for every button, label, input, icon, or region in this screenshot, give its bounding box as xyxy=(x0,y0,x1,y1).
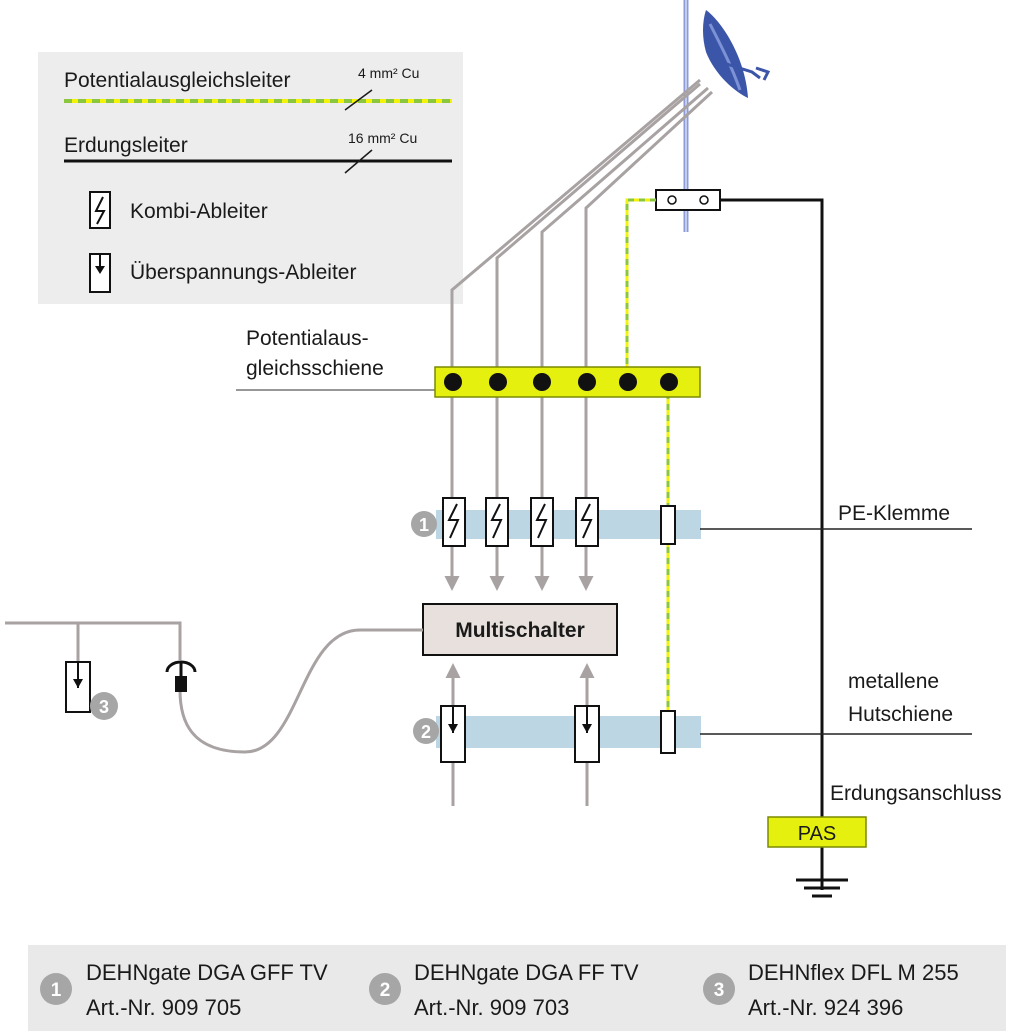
svg-text:2: 2 xyxy=(380,980,391,1001)
product-legend-box xyxy=(28,945,1006,1031)
combined-arrester-icon xyxy=(485,497,509,547)
din-rail-upper xyxy=(436,510,972,539)
tv-socket-icon xyxy=(165,660,197,692)
product-item-3: 3 DEHNflex DFL M 255 Art.-Nr. 924 396 xyxy=(703,960,959,1020)
busbar-terminal xyxy=(444,373,462,391)
marker-2 xyxy=(369,973,401,1005)
coax-cable-1 xyxy=(444,78,701,591)
combined-arrester-icon xyxy=(575,497,599,547)
product-name: DEHNgate DGA GFF TV xyxy=(86,960,328,985)
combined-arrester-icon xyxy=(89,191,111,229)
legend-equipotential-label: Potentialausgleichsleiter xyxy=(64,69,290,92)
equipotential-conductors xyxy=(625,198,670,715)
product-article: Art.-Nr. 909 705 xyxy=(86,995,241,1020)
rail-label-line1: metallene xyxy=(848,670,939,693)
pe-terminal-label: PE-Klemme xyxy=(838,502,950,525)
pas-box: PAS xyxy=(767,816,867,848)
output-cable xyxy=(178,628,423,754)
busbar-terminal xyxy=(533,373,551,391)
legend-earthing-label: Erdungsleiter xyxy=(64,134,188,157)
marker-1 xyxy=(40,973,72,1005)
coax-cable-2 xyxy=(489,82,701,591)
surge-arrester-icon xyxy=(440,705,466,763)
rail-label-line2: Hutschiene xyxy=(848,703,953,726)
ground-symbol-icon xyxy=(796,878,848,898)
product-name: DEHNflex DFL M 255 xyxy=(748,960,959,985)
marker-1: 1 xyxy=(411,511,437,537)
din-rail-lower xyxy=(436,716,972,748)
busbar-terminal xyxy=(660,373,678,391)
busbar-terminal xyxy=(489,373,507,391)
earthing-conductor xyxy=(718,198,824,890)
mast-clamp xyxy=(655,189,721,211)
busbar xyxy=(236,366,701,398)
legend: Potentialausgleichsleiter 4 mm² Cu Erdun… xyxy=(38,52,463,304)
busbar-terminal xyxy=(578,373,596,391)
surge-arrester-icon xyxy=(574,705,600,763)
coax-cable-4 xyxy=(578,90,714,591)
busbar-label-line1: Potentialaus- xyxy=(246,327,369,350)
legend-surge-arrester-label: Überspannungs-Ableiter xyxy=(130,261,356,284)
svg-text:3: 3 xyxy=(714,980,725,1001)
legend-earthing-spec: 16 mm² Cu xyxy=(348,130,417,146)
svg-text:1: 1 xyxy=(51,980,62,1001)
svg-text:3: 3 xyxy=(99,697,109,717)
legend-equipotential-line xyxy=(64,89,452,111)
product-item-2: 2 DEHNgate DGA FF TV Art.-Nr. 909 703 xyxy=(369,960,639,1020)
svg-text:1: 1 xyxy=(419,515,429,535)
busbar-terminal xyxy=(619,373,637,391)
left-branch-line xyxy=(5,621,182,665)
marker-3: 3 xyxy=(90,692,118,720)
pe-terminal-icon xyxy=(660,505,676,545)
product-item-1: 1 DEHNgate DGA GFF TV Art.-Nr. 909 705 xyxy=(40,960,328,1020)
coax-cable-3 xyxy=(534,86,709,591)
pe-terminal-icon xyxy=(660,710,676,754)
marker-2: 2 xyxy=(413,718,439,744)
legend-equipotential-spec: 4 mm² Cu xyxy=(358,65,419,81)
satellite-dish-icon xyxy=(703,10,771,98)
surge-arrester-icon xyxy=(89,253,111,293)
multiswitch-label: Multischalter xyxy=(455,619,585,642)
coax-cables xyxy=(444,78,714,591)
product-name: DEHNgate DGA FF TV xyxy=(414,960,639,985)
product-article: Art.-Nr. 909 703 xyxy=(414,995,569,1020)
marker-3 xyxy=(703,973,735,1005)
multiswitch: Multischalter xyxy=(422,603,618,656)
combined-arrester-icon xyxy=(530,497,554,547)
busbar-label-line2: gleichsschiene xyxy=(246,357,384,380)
legend-combined-arrester-label: Kombi-Ableiter xyxy=(130,200,268,223)
pas-label: PAS xyxy=(798,823,837,845)
legend-earthing-line xyxy=(64,149,452,174)
svg-text:2: 2 xyxy=(421,722,431,742)
earth-connection-label: Erdungsanschluss xyxy=(830,782,1002,805)
product-article: Art.-Nr. 924 396 xyxy=(748,995,903,1020)
combined-arrester-icon xyxy=(442,497,466,547)
product-legend: 1 DEHNgate DGA GFF TV Art.-Nr. 909 705 2… xyxy=(28,945,1006,1031)
surge-arrester-icon xyxy=(65,661,91,713)
